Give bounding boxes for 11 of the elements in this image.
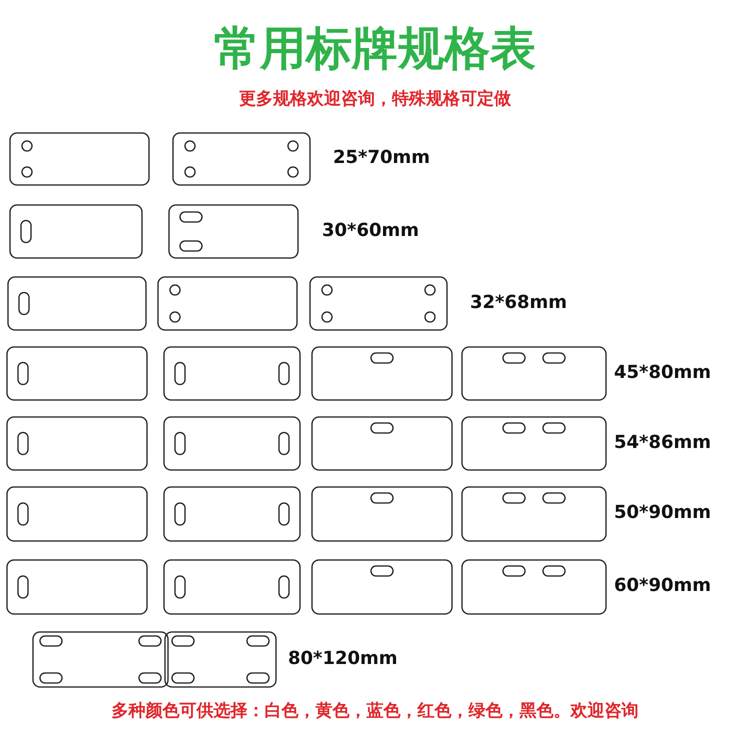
note: 多种颜色可供选择：白色，黄色，蓝色，红色，绿色，黑色。欢迎咨询 — [110, 700, 640, 722]
subtitle: 更多规格欢迎咨询，特殊规格可定做 — [238, 88, 512, 110]
size-label: 54*86mm — [614, 432, 712, 452]
size-label: 30*60mm — [322, 220, 420, 240]
size-label: 32*68mm — [470, 292, 568, 312]
size-label: 50*90mm — [614, 502, 712, 523]
title: 常用标牌规格表 — [213, 20, 537, 77]
size-label: 45*80mm — [614, 362, 712, 382]
size-label: 80*120mm — [288, 648, 398, 668]
size-label: 25*70mm — [333, 147, 430, 168]
size-label: 60*90mm — [614, 575, 712, 596]
